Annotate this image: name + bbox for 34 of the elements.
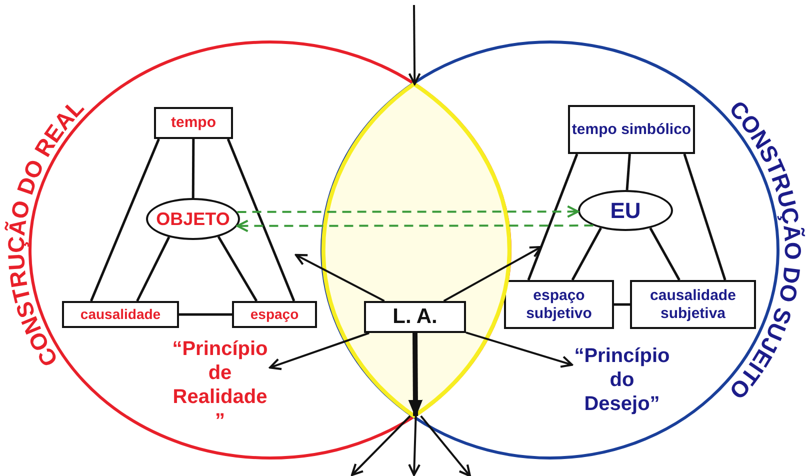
concept-box: espaço [232, 301, 317, 328]
concept-box: tempo [154, 107, 233, 139]
principle-text: “Princípio de Realidade ” [170, 337, 270, 433]
dashed-arrow [237, 205, 580, 218]
connector-line [649, 227, 680, 281]
concept-box: causalidade [62, 301, 179, 328]
arrow [420, 415, 472, 476]
principle-text: “Princípio do Desejo” [572, 344, 672, 416]
arrow [443, 246, 542, 302]
concept-ellipse: OBJETO [146, 198, 240, 240]
connector-line [90, 138, 160, 302]
concept-box: L. A. [364, 301, 466, 333]
concept-ellipse: EU [578, 190, 673, 231]
arrow [350, 415, 411, 476]
arrow [268, 332, 370, 370]
connector-line [217, 236, 258, 302]
connector-line [626, 154, 631, 190]
arrow [408, 416, 421, 476]
connector-line [614, 303, 630, 306]
concept-box: causalidade subjetiva [630, 280, 756, 329]
connector-line [571, 227, 602, 281]
connector-line [527, 154, 578, 280]
concept-box: espaço subjetivo [504, 280, 614, 329]
connector-line [683, 154, 726, 280]
dashed-arrow [236, 220, 594, 232]
connector-line [192, 139, 195, 198]
arrow [466, 332, 574, 368]
connector-line [136, 236, 170, 302]
arrow [408, 332, 423, 418]
arrow [408, 5, 421, 86]
arrow [294, 254, 385, 302]
connector-line [226, 138, 296, 302]
connector-line [179, 313, 232, 316]
concept-box: tempo simbólico [568, 105, 695, 154]
